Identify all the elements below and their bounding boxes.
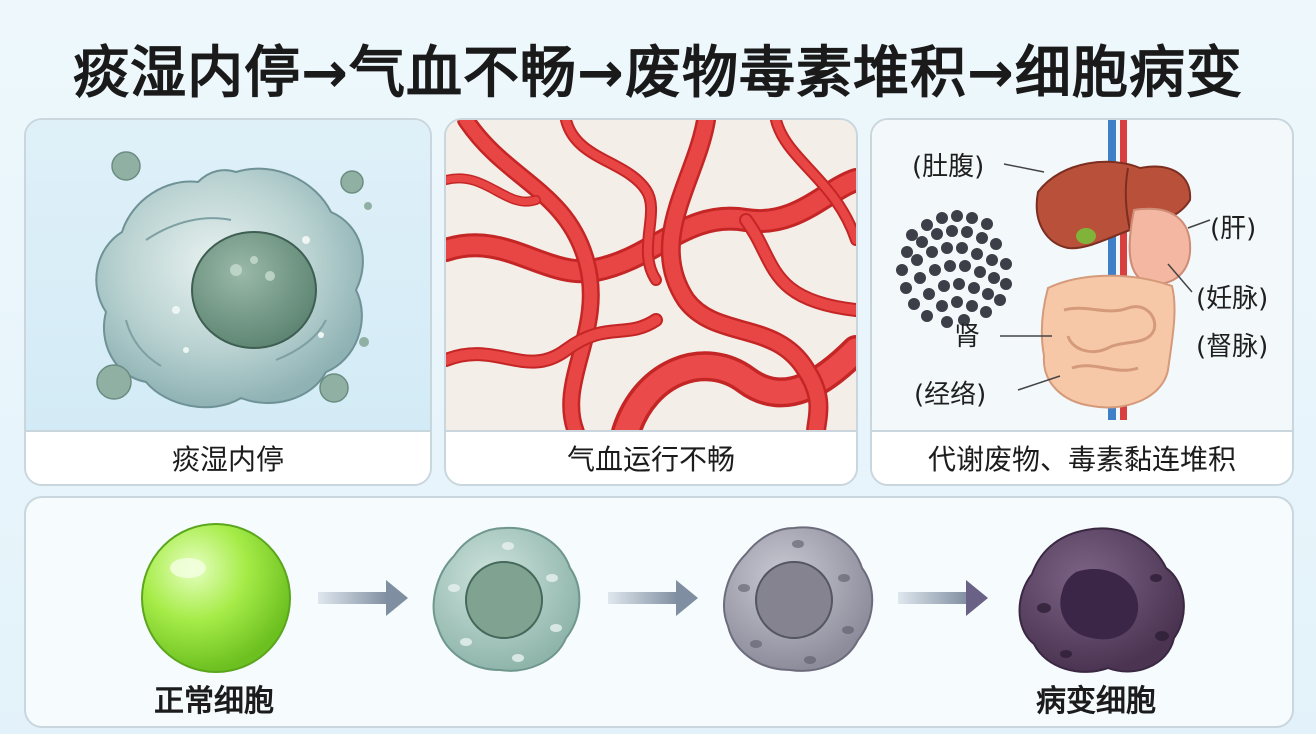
stomach	[1128, 207, 1192, 285]
toxin-cluster	[896, 210, 1012, 328]
vessel-network-illustration	[446, 120, 856, 432]
label-meridian: (经络)	[914, 380, 987, 410]
damp-blob	[96, 364, 132, 400]
panel-phlegm-damp: 痰湿内停	[24, 118, 432, 486]
label-kidney: 肾	[954, 322, 981, 352]
label-liver: (肝)	[1210, 214, 1257, 244]
artery	[1120, 120, 1127, 420]
diseased-cell-label: 病变细胞	[1036, 684, 1156, 719]
nucleus	[191, 231, 317, 349]
damp-blob	[319, 373, 349, 403]
damp-blob	[364, 202, 372, 210]
vein	[1108, 120, 1116, 420]
damp-blob	[111, 151, 141, 181]
right-arrow-icon	[608, 580, 698, 616]
intestines	[1040, 274, 1176, 409]
label-dumai: (督脉)	[1196, 332, 1269, 362]
damp-blob	[359, 337, 369, 347]
page-title: 痰湿内停→气血不畅→废物毒素堆积→细胞病变	[73, 41, 1243, 106]
right-arrow-icon	[898, 580, 988, 616]
cell-progression-panel: 正常细胞 病变细胞	[24, 496, 1294, 728]
normal-cell	[141, 523, 291, 673]
organ-illustration: (肚腹) (肝) (妊脉) (督脉) 肾 (经络)	[872, 120, 1292, 432]
normal-cell-label: 正常细胞	[154, 684, 274, 719]
panel-caption: 气血运行不畅	[446, 430, 856, 484]
panel-blood-flow: 气血运行不畅	[444, 118, 858, 486]
panel-caption: 代谢废物、毒素黏连堆积	[872, 430, 1292, 484]
phlegm-damp-illustration	[26, 120, 430, 432]
damp-blob	[340, 170, 364, 194]
label-renmai: (妊脉)	[1196, 284, 1269, 314]
right-arrow-icon	[318, 580, 408, 616]
label-abdomen: (肚腹)	[912, 152, 985, 182]
gallbladder	[1076, 228, 1096, 244]
panel-caption: 痰湿内停	[26, 430, 430, 484]
panel-toxin-accumulation: (肚腹) (肝) (妊脉) (督脉) 肾 (经络) 代谢废物、毒素黏连堆积	[870, 118, 1294, 486]
